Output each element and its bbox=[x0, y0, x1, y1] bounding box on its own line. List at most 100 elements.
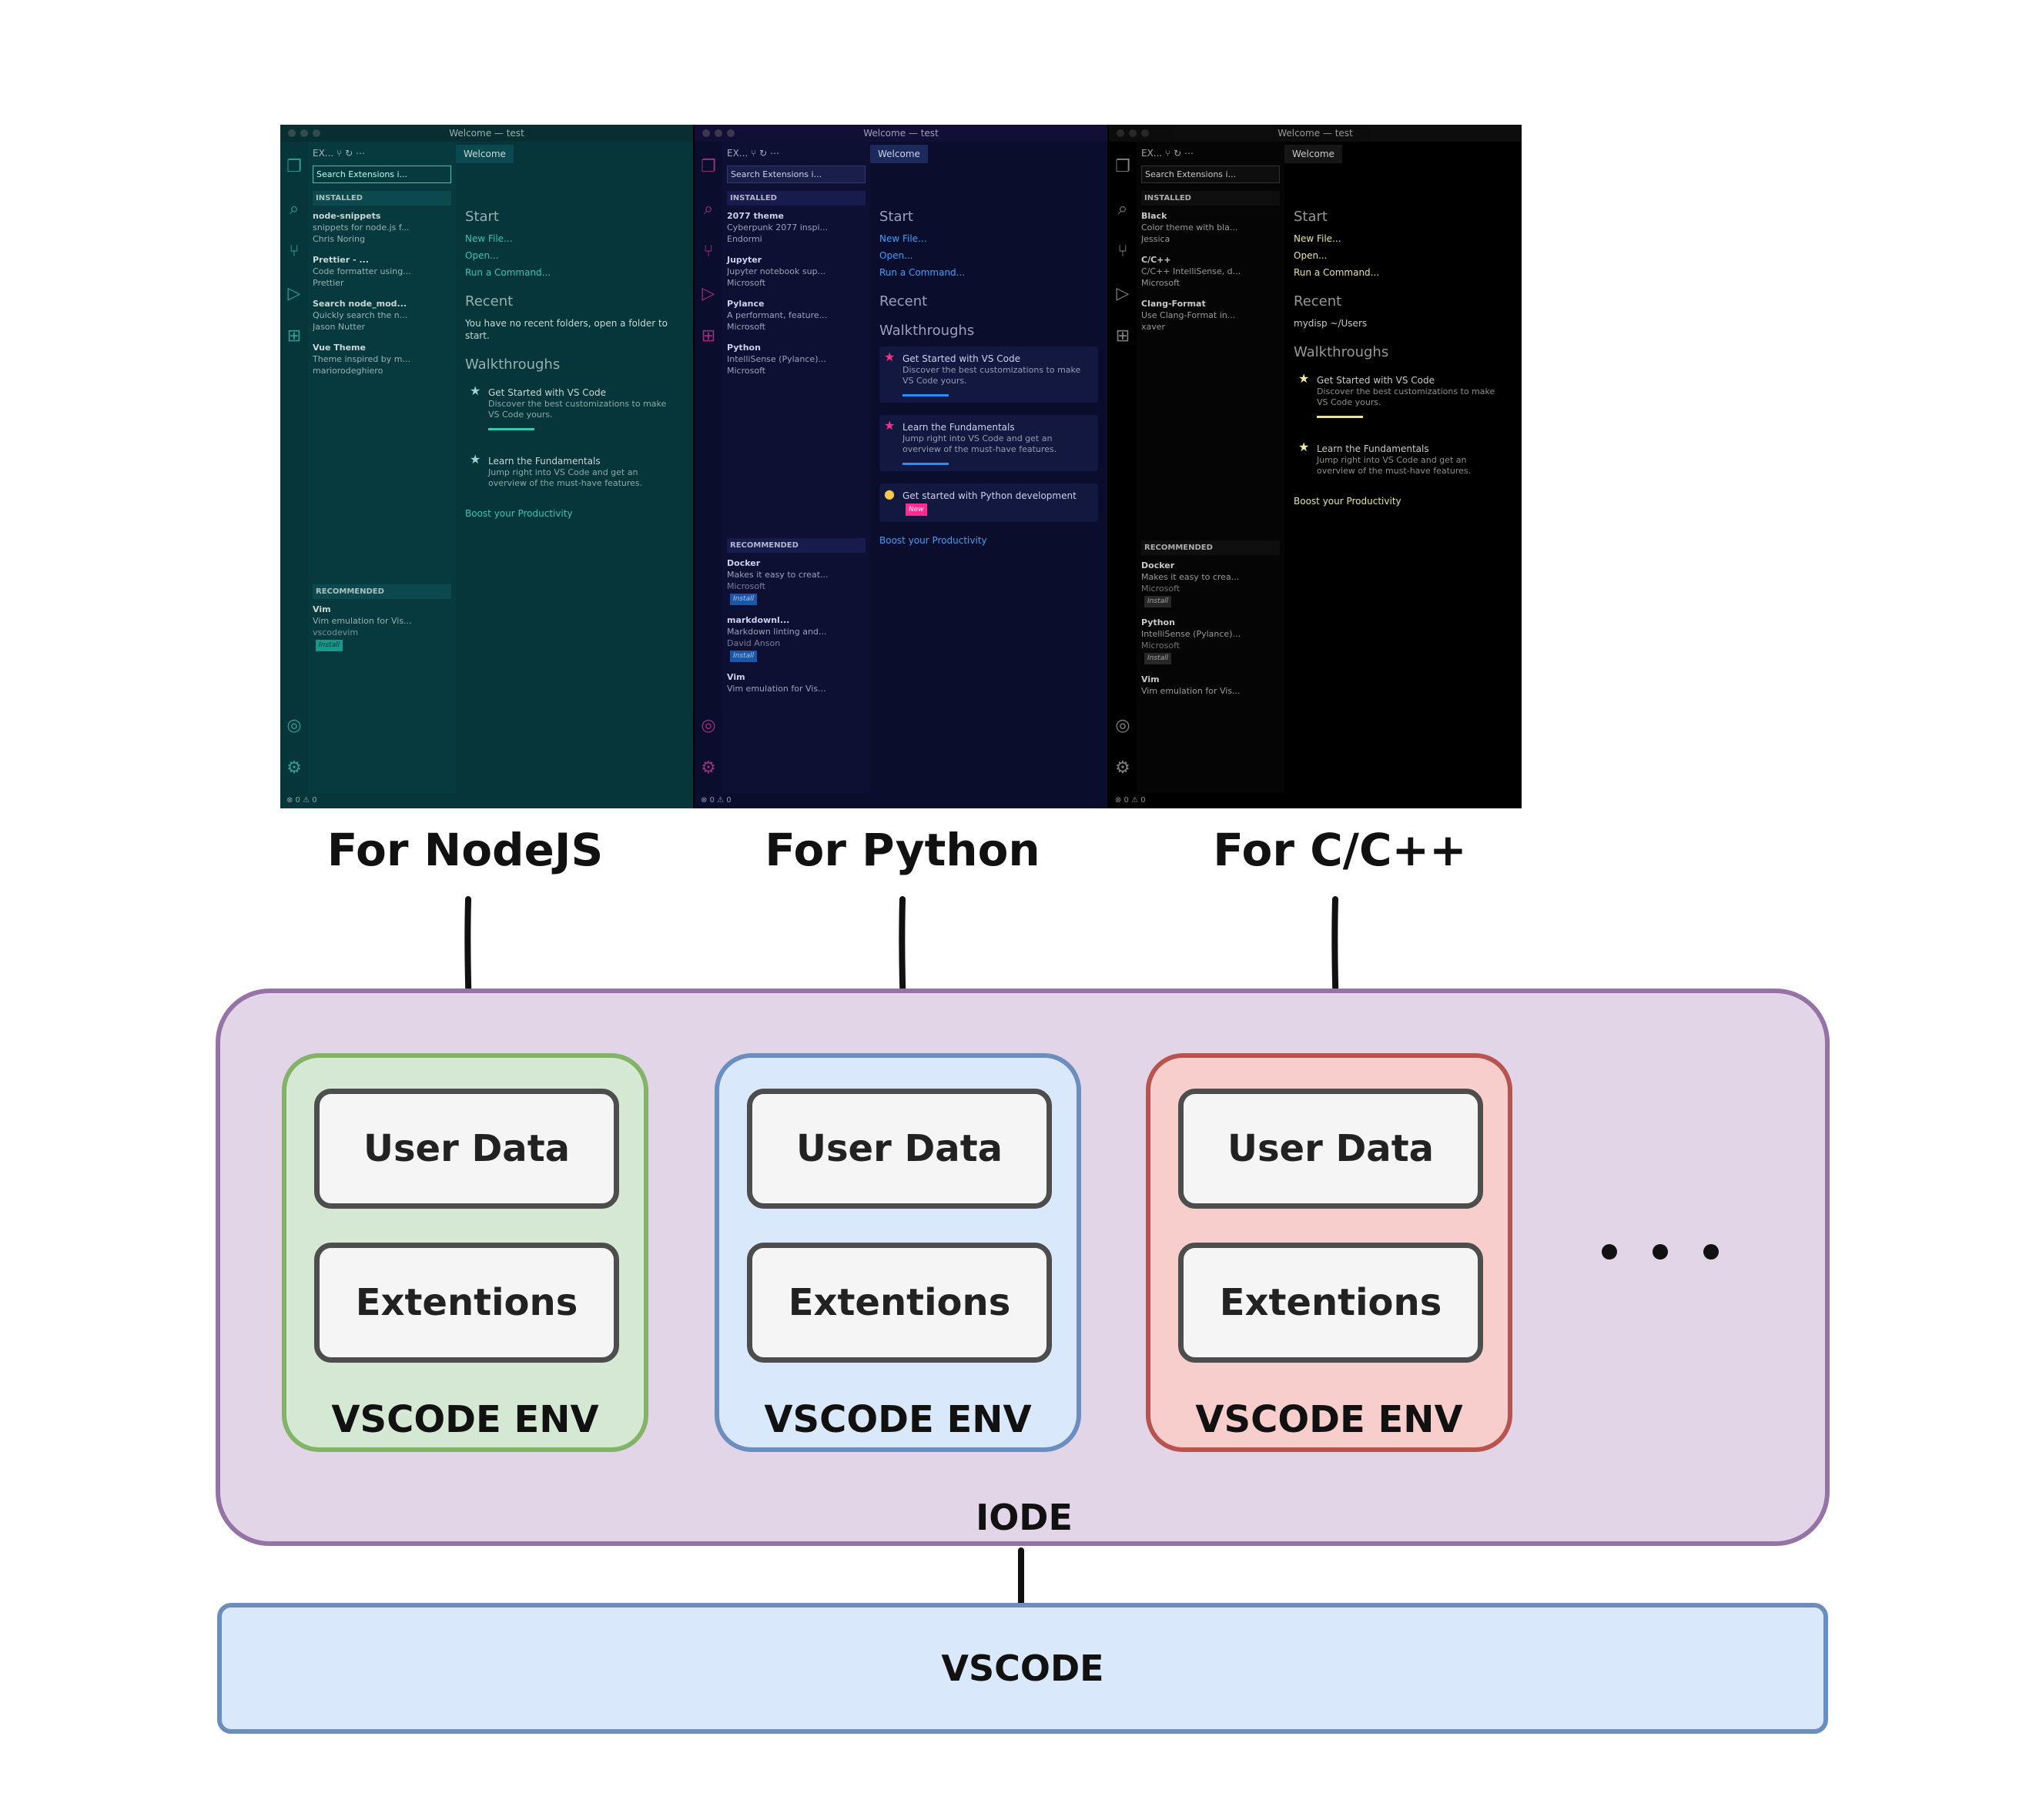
new-badge: New bbox=[906, 504, 927, 516]
run-command-link[interactable]: Run a Command... bbox=[879, 267, 966, 278]
gear-icon[interactable]: ⚙ bbox=[701, 758, 716, 778]
sidebar-toolbar: EX... ⑂ ↻ ⋯ bbox=[727, 148, 779, 159]
activity-bar: ❐ ⌕ ⑂ ▷ ⊞ ◎ ⚙ bbox=[1109, 142, 1137, 793]
install-button[interactable]: Install bbox=[730, 651, 758, 662]
start-heading: Start bbox=[879, 209, 913, 225]
extensions-icon[interactable]: ⊞ bbox=[286, 326, 302, 346]
account-icon[interactable]: ◎ bbox=[701, 716, 716, 735]
walkthroughs-heading: Walkthroughs bbox=[1294, 344, 1389, 360]
window-controls[interactable] bbox=[1117, 129, 1149, 137]
recent-heading: Recent bbox=[1294, 293, 1342, 309]
iode-label: IODE bbox=[976, 1497, 1073, 1538]
label-for-python: For Python bbox=[765, 824, 1040, 876]
search-icon[interactable]: ⌕ bbox=[289, 199, 300, 219]
env-label: VSCODE ENV bbox=[1195, 1398, 1463, 1441]
install-button[interactable]: Install bbox=[1144, 653, 1172, 664]
vscode-env-cpp: User Data Extentions VSCODE ENV bbox=[1146, 1053, 1512, 1452]
vscode-screenshots: Welcome — test ❐ ⌕ ⑂ ▷ ⊞ ◎ ⚙ EX... ⑂ ↻ ⋯… bbox=[280, 125, 1522, 808]
vscode-window-node: Welcome — test ❐ ⌕ ⑂ ▷ ⊞ ◎ ⚙ EX... ⑂ ↻ ⋯… bbox=[280, 125, 695, 808]
recent-text[interactable]: mydisp ~/Users bbox=[1294, 318, 1368, 329]
window-controls[interactable] bbox=[288, 129, 320, 137]
extension-item[interactable]: markdownl...Markdown linting and...David… bbox=[727, 614, 866, 662]
extensions-icon[interactable]: ⊞ bbox=[1115, 326, 1130, 346]
installed-section-header[interactable]: INSTALLED bbox=[313, 191, 451, 206]
search-icon[interactable]: ⌕ bbox=[703, 199, 714, 219]
more-envs-ellipsis bbox=[1602, 1244, 1719, 1260]
source-control-icon[interactable]: ⑂ bbox=[703, 242, 714, 261]
install-button[interactable]: Install bbox=[1144, 596, 1172, 607]
tab-welcome[interactable]: Welcome bbox=[1284, 145, 1342, 163]
walkthrough-card[interactable]: ●Get started with Python developmentNew bbox=[879, 483, 1098, 522]
account-icon[interactable]: ◎ bbox=[1115, 716, 1130, 735]
open-link[interactable]: Open... bbox=[879, 250, 913, 261]
extension-item[interactable]: Search node_mod...Quickly search the n..… bbox=[313, 299, 408, 332]
run-command-link[interactable]: Run a Command... bbox=[465, 267, 551, 278]
boost-productivity-link[interactable]: Boost your Productivity bbox=[1294, 496, 1401, 507]
gear-icon[interactable]: ⚙ bbox=[286, 758, 302, 778]
run-command-link[interactable]: Run a Command... bbox=[1294, 267, 1380, 278]
account-icon[interactable]: ◎ bbox=[286, 716, 302, 735]
new-file-link[interactable]: New File... bbox=[1294, 233, 1341, 244]
tab-welcome[interactable]: Welcome bbox=[456, 145, 514, 163]
boost-productivity-link[interactable]: Boost your Productivity bbox=[465, 508, 573, 519]
explorer-icon[interactable]: ❐ bbox=[286, 157, 302, 176]
run-debug-icon[interactable]: ▷ bbox=[287, 284, 301, 303]
install-button[interactable]: Install bbox=[316, 640, 343, 651]
new-file-link[interactable]: New File... bbox=[465, 233, 513, 244]
search-icon[interactable]: ⌕ bbox=[1117, 199, 1128, 219]
recommended-section-header[interactable]: RECOMMENDED bbox=[1141, 540, 1280, 555]
gear-icon[interactable]: ⚙ bbox=[1115, 758, 1130, 778]
installed-section-header[interactable]: INSTALLED bbox=[727, 191, 866, 206]
installed-section-header[interactable]: INSTALLED bbox=[1141, 191, 1280, 206]
tab-welcome[interactable]: Welcome bbox=[870, 145, 928, 163]
iode-vscode-connector bbox=[1018, 1547, 1024, 1606]
explorer-icon[interactable]: ❐ bbox=[701, 157, 716, 176]
extensions-search-input[interactable]: Search Extensions i... bbox=[727, 166, 866, 183]
recommended-section-header[interactable]: RECOMMENDED bbox=[727, 538, 866, 553]
open-link[interactable]: Open... bbox=[465, 250, 499, 261]
run-debug-icon[interactable]: ▷ bbox=[1116, 284, 1130, 303]
window-controls[interactable] bbox=[702, 129, 735, 137]
window-titlebar: Welcome — test bbox=[280, 125, 693, 142]
run-debug-icon[interactable]: ▷ bbox=[702, 284, 715, 303]
recommended-section-header[interactable]: RECOMMENDED bbox=[313, 584, 451, 599]
env-label: VSCODE ENV bbox=[331, 1398, 599, 1441]
explorer-icon[interactable]: ❐ bbox=[1115, 157, 1130, 176]
new-file-link[interactable]: New File... bbox=[879, 233, 927, 244]
extensions-search-input[interactable]: Search Extensions i... bbox=[313, 166, 451, 183]
open-link[interactable]: Open... bbox=[1294, 250, 1328, 261]
extension-item[interactable]: Prettier - ...Code formatter using...Pre… bbox=[313, 255, 411, 288]
install-button[interactable]: Install bbox=[730, 594, 758, 605]
window-title: Welcome — test bbox=[1278, 128, 1353, 139]
extensions-icon[interactable]: ⊞ bbox=[701, 326, 716, 346]
source-control-icon[interactable]: ⑂ bbox=[289, 242, 300, 261]
label-for-cpp: For C/C++ bbox=[1213, 824, 1467, 876]
user-data-box: User Data bbox=[747, 1089, 1052, 1209]
source-control-icon[interactable]: ⑂ bbox=[1117, 242, 1128, 261]
window-titlebar: Welcome — test bbox=[1109, 125, 1522, 142]
vscode-env-node: User Data Extentions VSCODE ENV bbox=[282, 1053, 648, 1452]
extensions-search-input[interactable]: Search Extensions i... bbox=[1141, 166, 1280, 183]
boost-productivity-link[interactable]: Boost your Productivity bbox=[879, 535, 987, 546]
extension-item[interactable]: C/C++C/C++ IntelliSense, d...Microsoft bbox=[1141, 255, 1241, 288]
